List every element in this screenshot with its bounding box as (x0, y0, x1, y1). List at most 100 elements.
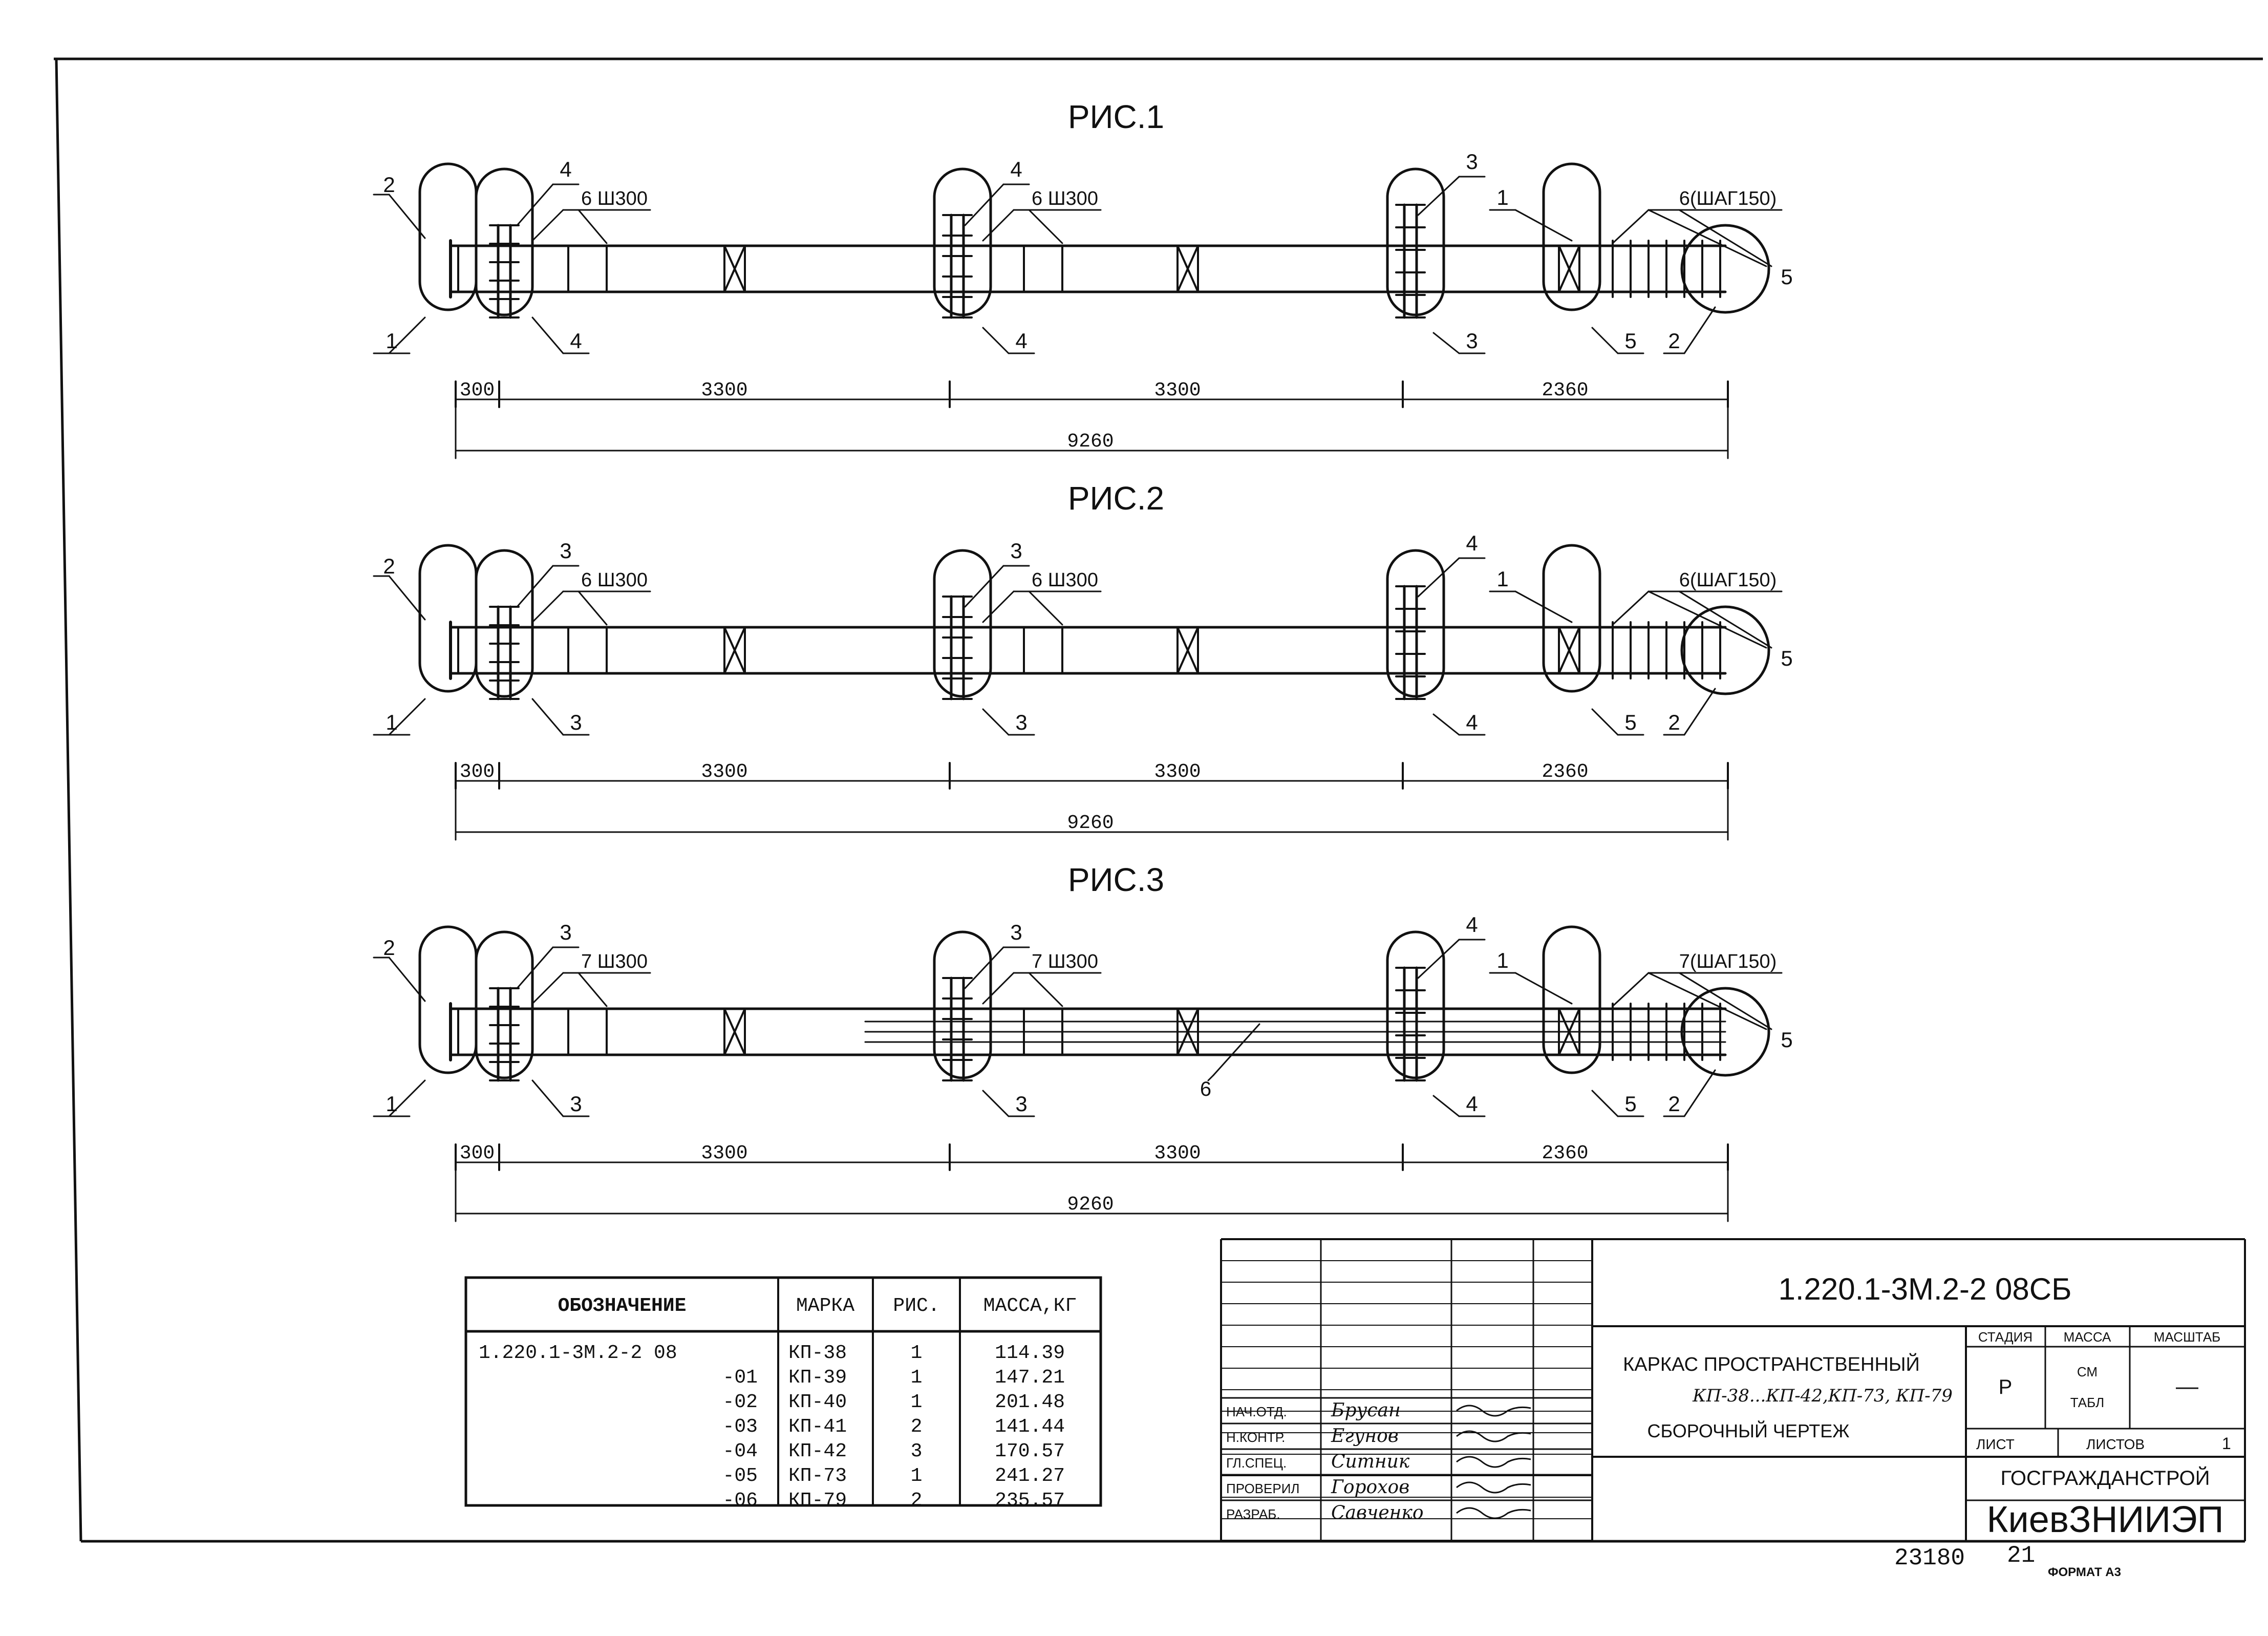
callout-n4-top: 4 (1466, 912, 1478, 937)
title-block: НАЧ.ОТД.БрусанН.КОНТР.ЕгуновГЛ.СПЕЦ.Ситн… (1220, 1238, 2245, 1541)
leader (964, 946, 1004, 989)
signature (1456, 1507, 1531, 1519)
sheet-label: ЛИСТ (1976, 1436, 2015, 1452)
end-detail-circle (1680, 224, 1770, 314)
callout-n2-note: 6 Ш300 (581, 569, 648, 591)
leader (1683, 1069, 1716, 1117)
callout-n4-bottom: 3 (1466, 329, 1478, 353)
sheets-value: 1 (2222, 1434, 2231, 1453)
callout-n3-bottom: 4 (1015, 329, 1027, 353)
callout-n3-note: 6 Ш300 (1032, 188, 1098, 209)
leader (1591, 1090, 1619, 1117)
spec-fig: 1 (911, 1391, 923, 1413)
leader (531, 698, 564, 736)
leader (982, 972, 1015, 1005)
dimension-total: 9260 (1067, 431, 1114, 453)
spec-designation: -03 (723, 1416, 758, 1438)
leader (1612, 209, 1650, 244)
callout-n2-note: 6 Ш300 (581, 188, 648, 209)
leader (964, 565, 1004, 608)
spec-fig: 3 (911, 1440, 923, 1462)
leader (982, 209, 1015, 242)
leader (577, 590, 608, 626)
leader (1514, 209, 1573, 242)
brace-diag (723, 1008, 746, 1056)
spec-designation: -02 (723, 1391, 758, 1413)
leader (1028, 209, 1063, 244)
signature (1456, 1481, 1531, 1494)
spec-mark: КП-40 (788, 1391, 847, 1413)
role-label: РАЗРАБ. (1226, 1506, 1280, 1522)
spec-designation: -04 (723, 1440, 758, 1462)
callout-n3-bottom: 3 (1015, 710, 1027, 734)
desc-line-2: КП-38...КП-42,КП-73, КП-79 (1692, 1386, 1953, 1406)
spec-table: ОБОЗНАЧЕНИЕ МАРКА РИС. МАССА,КГ 1.220.1-… (464, 1276, 1102, 1512)
leader (1028, 590, 1063, 626)
callout-n1-top: 2 (383, 936, 395, 960)
dimension-value: 3300 (701, 1142, 747, 1164)
spec-mass: 147.21 (995, 1367, 1065, 1389)
leader (1417, 557, 1460, 598)
leader (531, 316, 564, 354)
callout-n3-top: 3 (1010, 920, 1022, 944)
dimension-value: 3300 (701, 379, 747, 401)
leader (1591, 327, 1619, 354)
callout-n1-top: 2 (383, 173, 395, 197)
spec-designation: -01 (723, 1367, 758, 1389)
leader (577, 972, 608, 1007)
frame-left (55, 58, 82, 1542)
callout-n2-top: 4 (560, 157, 571, 181)
scale-label: МАСШТАБ (2154, 1329, 2220, 1345)
leader (982, 708, 1010, 736)
spec-mark: КП-41 (788, 1416, 847, 1438)
callout-n5-bottom-a: 5 (1624, 1092, 1636, 1116)
spec-mass: 114.39 (995, 1342, 1065, 1364)
spec-mark: КП-42 (788, 1440, 847, 1462)
scale-value: — (2176, 1374, 2198, 1399)
node-2-outline (475, 167, 534, 316)
leader (1212, 1023, 1260, 1076)
spec-header-designation: ОБОЗНАЧЕНИЕ (558, 1295, 687, 1317)
stage-value: Р (1999, 1376, 2013, 1398)
brace-diag (1176, 245, 1199, 293)
leader (516, 565, 554, 608)
callout-n5-top: 1 (1496, 185, 1508, 209)
leader (1612, 972, 1650, 1007)
leader (1417, 176, 1460, 216)
brace-diag (1176, 626, 1199, 674)
callout-n2-top: 3 (560, 539, 571, 563)
leader (1432, 332, 1460, 354)
desc-line-3: СБОРОЧНЫЙ ЧЕРТЕЖ (1647, 1420, 1849, 1441)
callout-n2-bottom: 3 (570, 710, 582, 734)
role-label: ПРОВЕРИЛ (1226, 1481, 1299, 1496)
callout-n3-note: 7 Ш300 (1032, 951, 1098, 972)
callout-n5-note: 6(ШАГ150) (1679, 569, 1777, 591)
callout-n5-note: 6(ШАГ150) (1679, 188, 1777, 209)
dimension-value: 3300 (701, 761, 747, 783)
sheets-label: ЛИСТОВ (2086, 1436, 2145, 1452)
spec-fig: 1 (911, 1367, 923, 1389)
callout-n4-top: 3 (1466, 150, 1478, 174)
brace-diag (1558, 626, 1580, 674)
end-detail-circle (1680, 605, 1770, 695)
callout-n5-right: 5 (1781, 646, 1792, 670)
brace-diag (1558, 245, 1580, 293)
leader (516, 183, 554, 226)
dimension-value: 2360 (1542, 1142, 1588, 1164)
spec-designation: -06 (723, 1490, 758, 1512)
spec-fig: 2 (911, 1416, 923, 1438)
leader (1514, 972, 1573, 1005)
role-label: НАЧ.ОТД. (1226, 1404, 1287, 1419)
leader (1647, 972, 1767, 1030)
leader (388, 575, 426, 621)
leader (1207, 1074, 1214, 1081)
callout-n5-top: 1 (1496, 948, 1508, 972)
dimension-total: 9260 (1067, 1194, 1114, 1216)
node-1-outline (418, 544, 478, 693)
footer-format: ФОРМАТ А3 (2048, 1565, 2121, 1579)
leader (1647, 590, 1767, 649)
callout-n2-top: 3 (560, 920, 571, 944)
